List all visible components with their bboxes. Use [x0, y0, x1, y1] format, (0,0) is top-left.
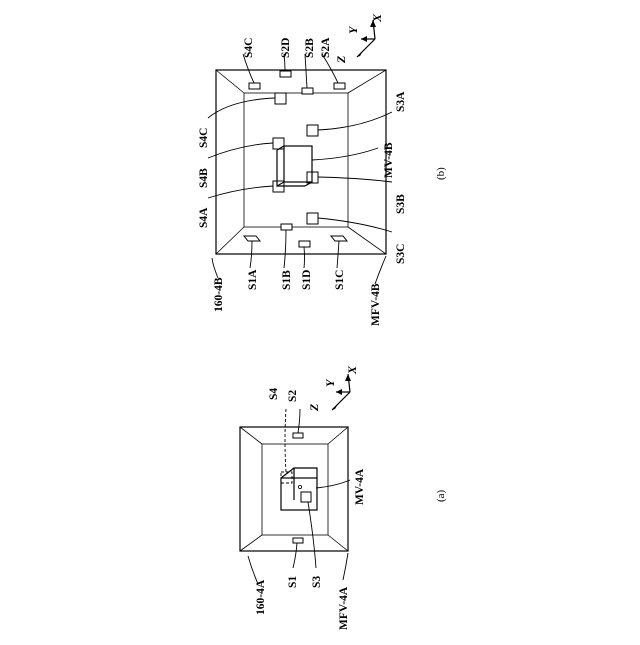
sensor-s2a-pad — [334, 83, 345, 89]
sensor-s3c-pad — [307, 213, 318, 224]
sensor-s2b-pad — [302, 88, 313, 94]
label-s4: S4 — [268, 388, 280, 400]
figure-b: S4C S2D S2B S2A Z Y X S4C S4B S4A S3A MV… — [198, 13, 447, 326]
label-s4c: S4C — [198, 128, 210, 148]
label-s3: S3 — [311, 576, 323, 588]
caption-a: (a) — [435, 489, 447, 502]
axis-x-label-a: X — [345, 365, 359, 375]
axis-z-label-a: Z — [307, 403, 321, 412]
sensor-s3-pad — [301, 492, 311, 502]
axis-z-label-b: Z — [334, 55, 348, 64]
axes-triad-a — [332, 374, 351, 410]
sensor-s4c-pad — [275, 93, 286, 104]
label-s3b: S3B — [395, 194, 407, 214]
axis-y-label-b: Y — [346, 25, 360, 34]
label-s3a: S3A — [395, 91, 407, 112]
label-s2: S2 — [287, 390, 299, 402]
caption-b: (b) — [435, 167, 447, 180]
axis-x-label-b: X — [370, 13, 384, 23]
sensor-s1-pad — [293, 538, 303, 543]
label-s3c: S3C — [395, 244, 407, 264]
label-160-4a: 160-4A — [255, 579, 267, 615]
label-mfv-4b: MFV-4B — [370, 283, 382, 326]
label-s4a: S4A — [198, 207, 210, 228]
sensor-s1c-pad — [331, 236, 347, 241]
measurement-volume-a — [281, 468, 317, 510]
label-s1b: S1B — [281, 270, 293, 290]
label-s4c-top: S4C — [243, 38, 255, 58]
label-mfv-4a: MFV-4A — [338, 586, 350, 630]
sensor-s1d-pad — [299, 241, 310, 247]
label-s2b: S2B — [304, 38, 316, 58]
label-s2a: S2A — [320, 37, 332, 58]
label-160-4b: 160-4B — [213, 277, 225, 312]
label-s2d: S2D — [280, 38, 292, 58]
figure-a: S4 S2 Z Y X MV-4A S1 S3 160-4A MFV-4A (a… — [240, 365, 447, 630]
sensor-s3a-pad — [307, 125, 318, 136]
axes-triad-b — [357, 20, 376, 57]
label-mv-4b: MV-4B — [383, 142, 395, 178]
label-s1d: S1D — [301, 270, 313, 290]
label-s1c: S1C — [334, 270, 346, 290]
label-s1: S1 — [287, 576, 299, 588]
sensor-s4c-top-pad — [249, 83, 260, 89]
sensor-s2d-pad — [280, 71, 291, 77]
label-mv-4a: MV-4A — [354, 468, 366, 505]
label-s4b: S4B — [198, 168, 210, 188]
sensor-s1b-pad — [281, 224, 292, 230]
sensor-s2-pad — [293, 433, 303, 438]
label-s1a: S1A — [247, 269, 259, 290]
sensor-s1a-pad — [244, 236, 260, 241]
cube-b — [216, 70, 386, 254]
axis-y-label-a: Y — [323, 378, 337, 387]
